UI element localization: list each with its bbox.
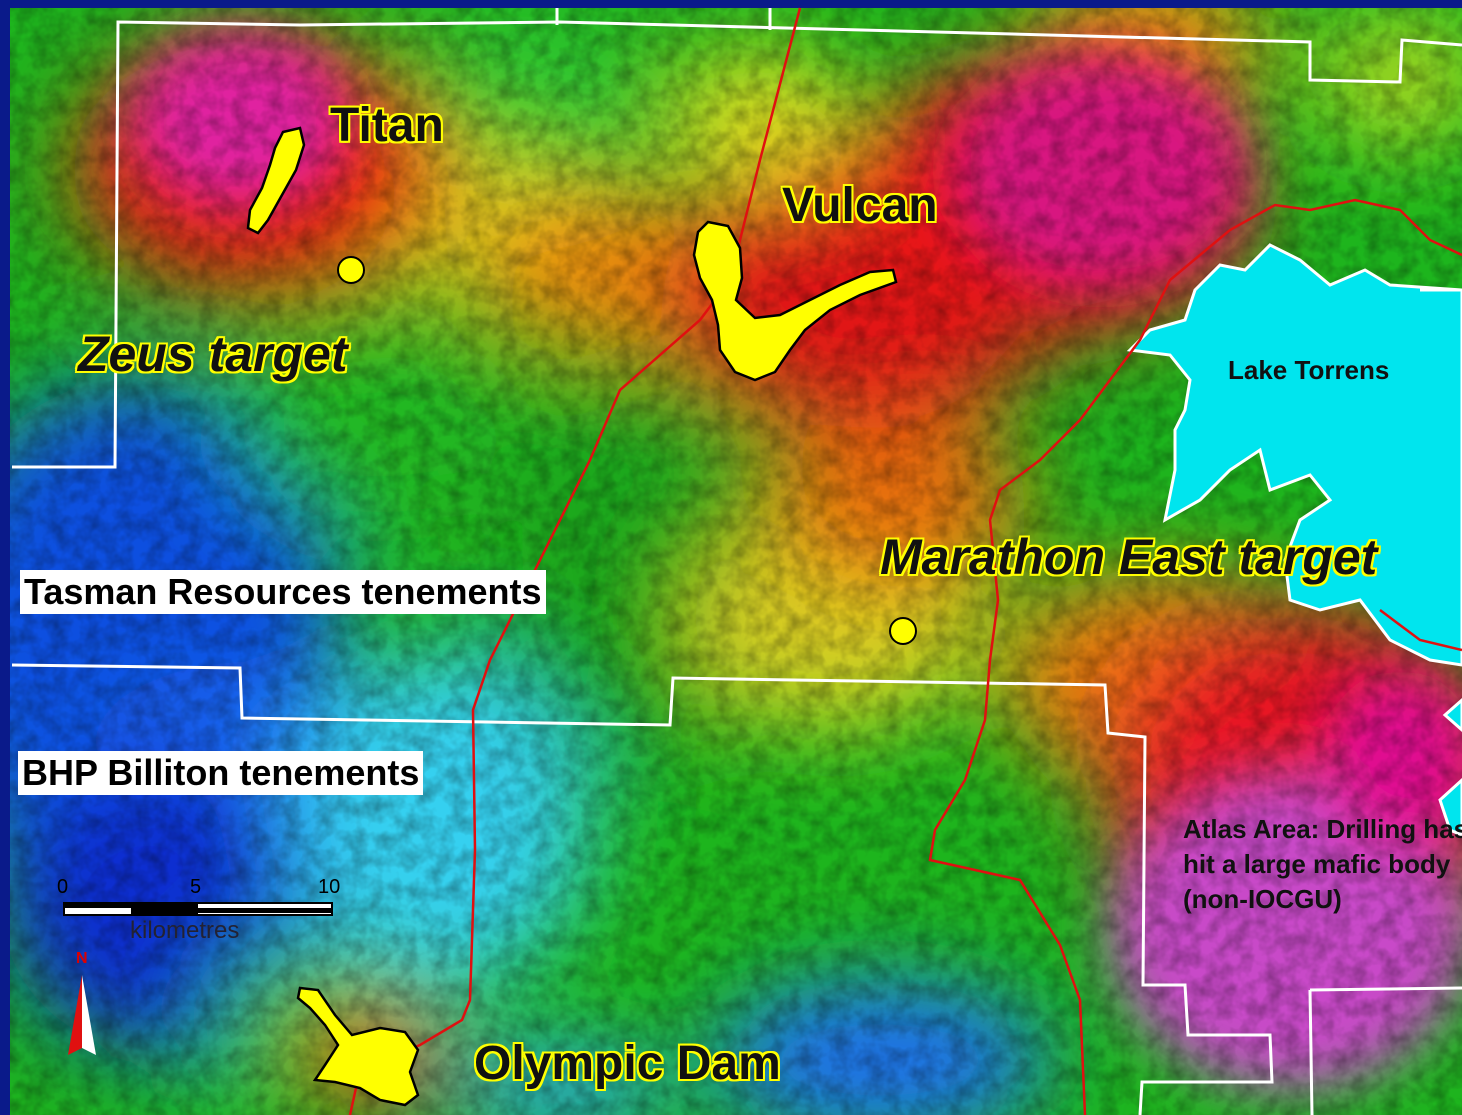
lake-torrens-shape [1126,243,1462,667]
bhp-tenement-boundary [11,663,1462,1115]
marathon-east-target-label: Marathon East target [880,529,1378,585]
north-label: N [76,950,88,967]
vulcan-deposit-shape [692,220,898,382]
scale-tick-10: 10 [318,876,341,898]
zeus-target-label: Zeus target [78,326,348,382]
tasman-tenements-label: Tasman Resources tenements [20,570,546,614]
titan-label: Titan [330,99,444,152]
atlas-area-label: Atlas Area: Drilling has hit a large maf… [1183,814,1462,914]
scale-bar [63,902,333,916]
vulcan-label: Vulcan [782,179,938,232]
lake-small-arm-2 [1438,777,1462,837]
scale-tick-5: 5 [190,876,202,898]
lake-torrens-label: Lake Torrens [1228,355,1390,385]
bhp-tenements-label: BHP Billiton tenements [18,751,424,795]
scale-tick-0: 0 [57,876,69,898]
olympic-dam-deposit-shape [296,986,420,1107]
zeus-target-marker [337,256,365,284]
lake-small-arm [1442,697,1462,733]
olympic-dam-label: Olympic Dam [474,1037,781,1090]
tasman-tenement-boundary [12,8,1462,469]
titan-deposit-shape [246,126,306,235]
north-arrow-icon [68,975,96,1055]
scale-unit-label: kilometres [130,917,240,944]
marathon-east-target-marker [889,617,917,645]
